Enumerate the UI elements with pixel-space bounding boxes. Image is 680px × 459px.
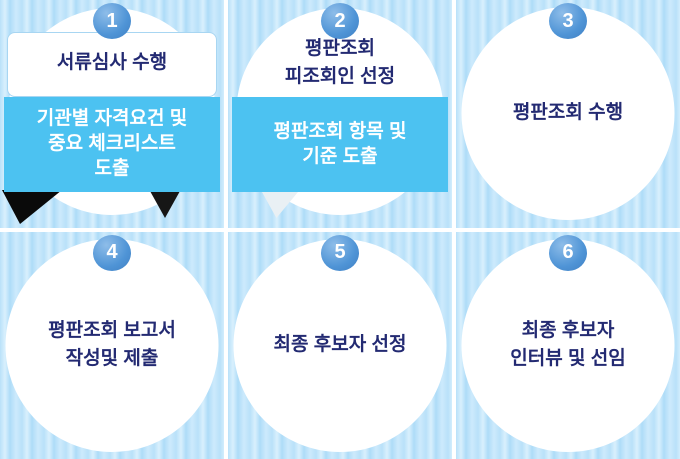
step-4-title: 평판조회 보고서 작성및 제출 <box>48 319 176 370</box>
step-5-title: 최종 후보자 선정 <box>273 333 407 355</box>
callout-tail-icon <box>262 192 298 218</box>
step-1-number-badge: 1 <box>93 3 131 39</box>
step-3-number-badge: 3 <box>549 3 587 39</box>
step-2-cell: 2 평판조회 피조회인 선정 평판조회 항목 및 기준 도출 <box>228 0 452 228</box>
step-5-cell: 5 최종 후보자 선정 <box>228 231 452 459</box>
step-5-number-badge: 5 <box>321 234 359 271</box>
step-3-circle: 평판조회 수행 <box>461 7 675 220</box>
step-6-title: 최종 후보자 인터뷰 및 선임 <box>510 319 626 370</box>
step-4-cell: 4 평판조회 보고서 작성및 제출 <box>0 231 224 459</box>
step-1-title-frame <box>7 32 217 97</box>
step-5-circle: 최종 후보자 선정 <box>233 238 447 452</box>
step-1-cell: 1 서류심사 수행 기관별 자격요건 및 중요 체크리스트 도출 <box>0 0 224 228</box>
step-2-title: 평판조회 피조회인 선정 <box>284 37 396 88</box>
step-6-number-badge: 6 <box>549 234 587 271</box>
step-1-title: 서류심사 수행 <box>56 51 168 73</box>
callout-tail-icon <box>2 190 62 224</box>
step-3-title: 평판조회 수행 <box>512 102 624 124</box>
step-6-cell: 6 최종 후보자 인터뷰 및 선임 <box>456 231 680 459</box>
step-4-circle: 평판조회 보고서 작성및 제출 <box>5 238 219 452</box>
step-1-callout: 기관별 자격요건 및 중요 체크리스트 도출 <box>4 97 220 192</box>
step-2-callout: 평판조회 항목 및 기준 도출 <box>232 97 448 192</box>
step-4-number-badge: 4 <box>93 234 131 271</box>
step-3-cell: 3 평판조회 수행 <box>456 0 680 228</box>
step-2-number-badge: 2 <box>321 3 359 39</box>
step-6-circle: 최종 후보자 인터뷰 및 선임 <box>461 238 675 452</box>
